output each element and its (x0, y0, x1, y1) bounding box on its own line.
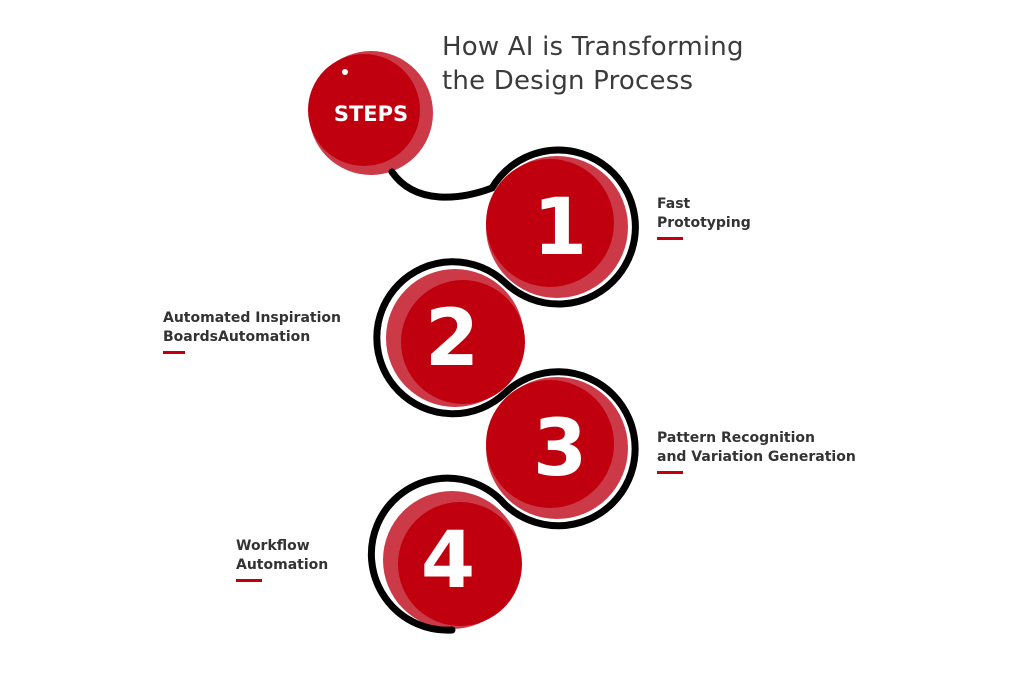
steps-circle (308, 51, 433, 175)
connector-line (367, 146, 639, 634)
dot-icon (342, 69, 348, 75)
label-line: Fast (657, 196, 691, 212)
step-circle-2 (386, 269, 525, 407)
label-line: Automation (236, 557, 329, 573)
underline-accent (657, 237, 683, 240)
step-number-4: 4 (420, 516, 476, 606)
label-line: Workflow (236, 538, 310, 554)
label-line: Automated Inspiration (163, 310, 341, 326)
underline-accent (236, 579, 262, 582)
step-circle-1 (486, 156, 628, 298)
label-line: BoardsAutomation (163, 329, 311, 345)
step-circle-4 (383, 491, 522, 629)
title-line-1: How AI is Transforming (442, 32, 744, 62)
step-label-4: Workflow Automation (236, 537, 328, 582)
step-number-3: 3 (532, 404, 588, 494)
step-circle-3 (486, 377, 628, 519)
label-line: Pattern Recognition (657, 430, 816, 446)
step-label-3: Pattern Recognition and Variation Genera… (657, 429, 856, 474)
step-label-2: Automated Inspiration BoardsAutomation (163, 309, 341, 354)
page-title: How AI is Transforming the Design Proces… (442, 30, 744, 98)
underline-accent (657, 471, 683, 474)
label-line: Prototyping (657, 215, 751, 231)
steps-badge: STEPS (333, 102, 409, 126)
label-line: and Variation Generation (657, 449, 856, 465)
step-number-2: 2 (424, 294, 480, 384)
title-line-2: the Design Process (442, 66, 694, 96)
step-label-1: Fast Prototyping (657, 195, 751, 240)
step-number-1: 1 (532, 183, 588, 273)
underline-accent (163, 351, 185, 354)
